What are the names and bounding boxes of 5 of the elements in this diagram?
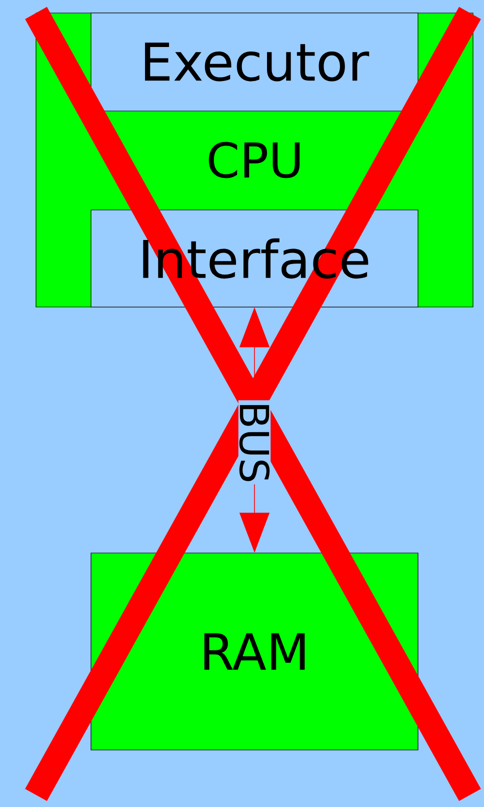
edge-label: BUS bbox=[238, 400, 271, 484]
box-label: Executor bbox=[145, 42, 370, 82]
box-label: RAM bbox=[204, 633, 305, 670]
module-box bbox=[90, 12, 418, 112]
box-label: CPU bbox=[208, 142, 300, 178]
